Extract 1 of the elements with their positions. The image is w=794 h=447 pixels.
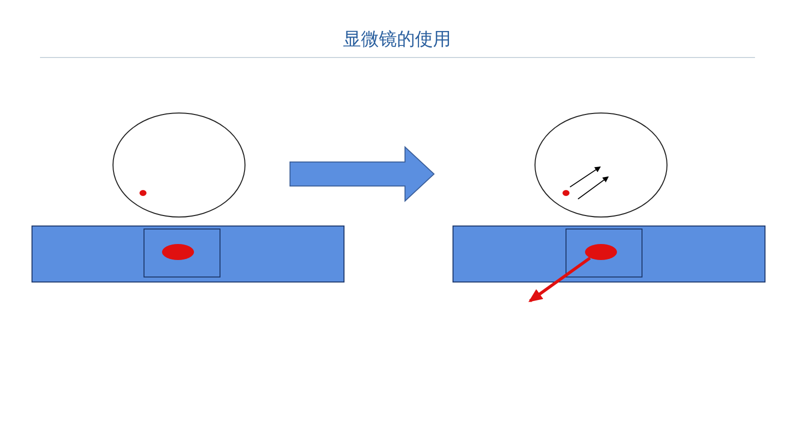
title: 显微镜的使用 <box>342 28 452 51</box>
